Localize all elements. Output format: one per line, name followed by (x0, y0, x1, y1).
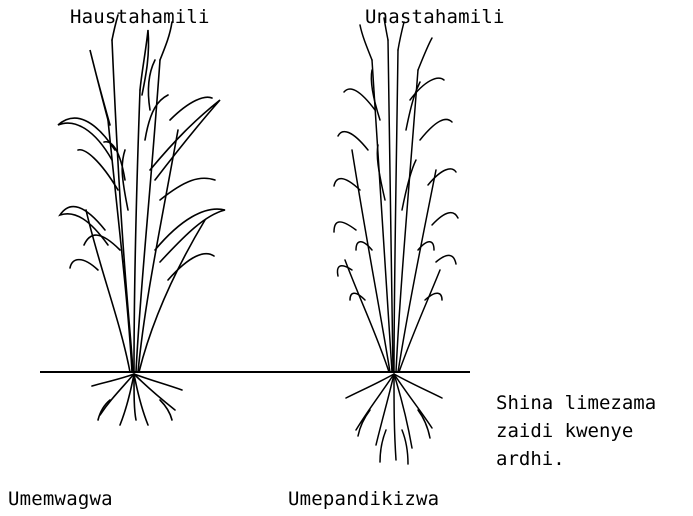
note-line-1: Shina limezama (496, 389, 656, 417)
left-plant-caption: Umemwagwa (8, 488, 113, 510)
note-line-2: zaidi kwenye (496, 417, 656, 445)
right-plant-caption: Umepandikizwa (288, 488, 439, 510)
left-plant-title: Haustahamili (70, 6, 210, 28)
right-rice-plant (334, 18, 458, 464)
stem-depth-note: Shina limezama zaidi kwenye ardhi. (496, 389, 656, 473)
right-plant-title: Unastahamili (365, 6, 505, 28)
left-rice-plant (58, 15, 225, 425)
note-line-3: ardhi. (496, 445, 656, 473)
